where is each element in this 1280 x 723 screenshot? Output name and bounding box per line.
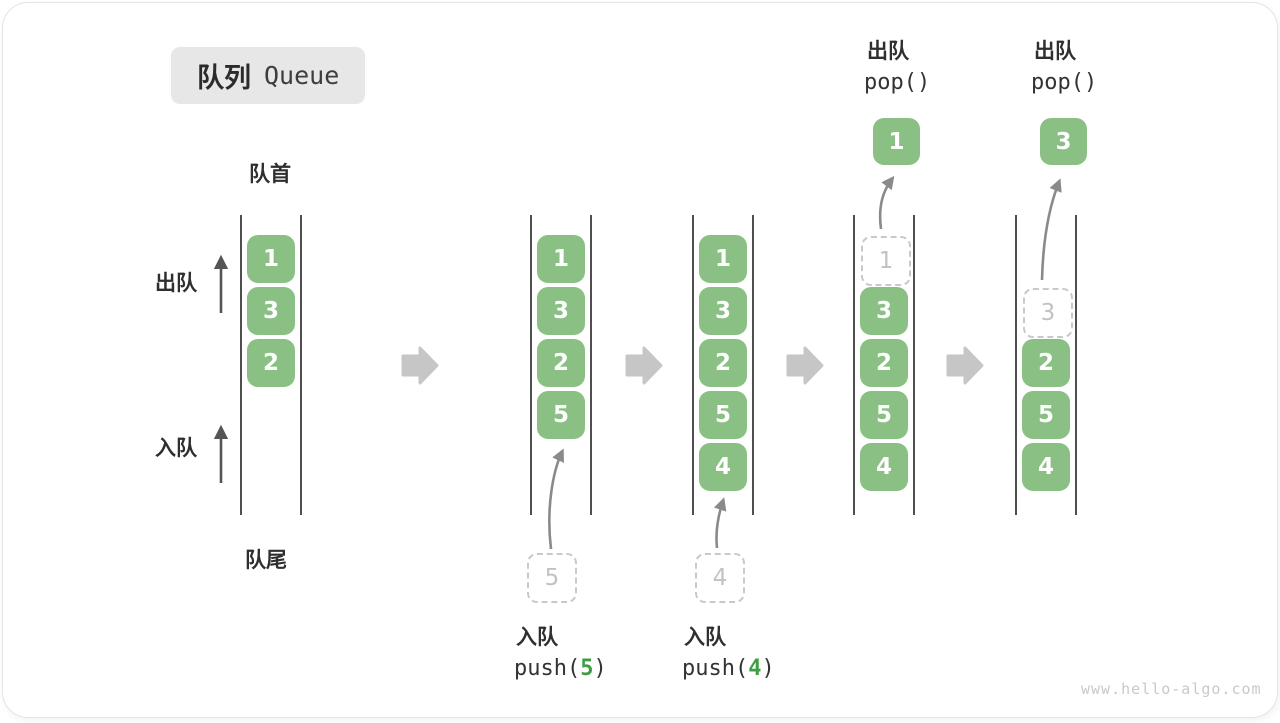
queue-cell: 4: [860, 443, 908, 491]
popped-cell: 3: [1040, 118, 1087, 165]
code-pop: pop(): [864, 70, 931, 95]
queue-cell: 5: [1022, 391, 1070, 439]
label-enqueue-op: 入队: [684, 626, 726, 649]
pop-1-arrow-icon: [878, 175, 895, 230]
label-enqueue-left: 入队: [155, 437, 197, 460]
label-enqueue-op: 入队: [516, 626, 558, 649]
title-en: Queue: [264, 61, 340, 90]
queue-wall-right: [300, 215, 302, 515]
pending-cell: 4: [695, 553, 745, 603]
queue-cell: 2: [699, 339, 747, 387]
popped-cell: 1: [873, 118, 920, 165]
queue-cell: 5: [699, 391, 747, 439]
arrows-overlay: [213, 175, 1062, 550]
label-queue-rear: 队尾: [245, 549, 287, 572]
code-arg: 5: [580, 656, 594, 681]
queue-cell: 2: [1022, 339, 1070, 387]
code-pop: pop(): [1031, 70, 1098, 95]
queue-wall-left: [853, 215, 855, 515]
queue-cell: 4: [699, 443, 747, 491]
flow-arrow-icon-3: [786, 346, 824, 385]
ghost-cell: 1: [861, 236, 911, 286]
queue-cell: 1: [537, 235, 585, 283]
pending-cell: 5: [527, 553, 577, 603]
label-dequeue-op: 出队: [867, 40, 909, 63]
code-push-4: push(4): [682, 656, 775, 681]
queue-wall-left: [1015, 215, 1017, 515]
queue-wall-left: [530, 215, 532, 515]
code-text: ): [761, 656, 775, 681]
queue-wall-left: [692, 215, 694, 515]
queue-cell: 1: [699, 235, 747, 283]
title-badge: 队列 Queue: [171, 47, 366, 104]
watermark: www.hello-algo.com: [1081, 680, 1262, 698]
operation-arrows: [548, 175, 1062, 550]
flow-arrow-icon-2: [625, 346, 663, 385]
queue-cell: 5: [537, 391, 585, 439]
queue-wall-right: [590, 215, 592, 515]
pop-3-arrow-icon: [1040, 178, 1062, 281]
label-dequeue-left: 出队: [155, 272, 197, 295]
queue-cell: 4: [1022, 443, 1070, 491]
queue-cell: 2: [537, 339, 585, 387]
queue-wall-right: [913, 215, 915, 515]
code-arg: 4: [748, 656, 762, 681]
code-text: ): [593, 656, 607, 681]
flow-arrow-icon-1: [401, 346, 439, 385]
code-text: push(: [682, 656, 749, 681]
push-4-arrow-icon: [713, 497, 727, 549]
queue-cell: 3: [860, 287, 908, 335]
queue-cell: 2: [247, 339, 295, 387]
queue-cell: 3: [699, 287, 747, 335]
queue-cell: 5: [860, 391, 908, 439]
code-text: push(: [514, 656, 581, 681]
queue-wall-left: [240, 215, 242, 515]
code-push-5: push(5): [514, 656, 607, 681]
queue-cell: 1: [247, 235, 295, 283]
label-dequeue-op: 出队: [1034, 40, 1076, 63]
queue-cell: 3: [537, 287, 585, 335]
ghost-cell: 3: [1023, 288, 1073, 338]
queue-wall-right: [752, 215, 754, 515]
push-5-arrow-icon: [548, 448, 564, 550]
flow-arrow-icon-4: [946, 346, 984, 385]
queue-cell: 2: [860, 339, 908, 387]
title-zh: 队列: [197, 63, 251, 93]
queue-wall-right: [1075, 215, 1077, 515]
queue-cell: 3: [247, 287, 295, 335]
label-queue-front: 队首: [249, 163, 291, 186]
